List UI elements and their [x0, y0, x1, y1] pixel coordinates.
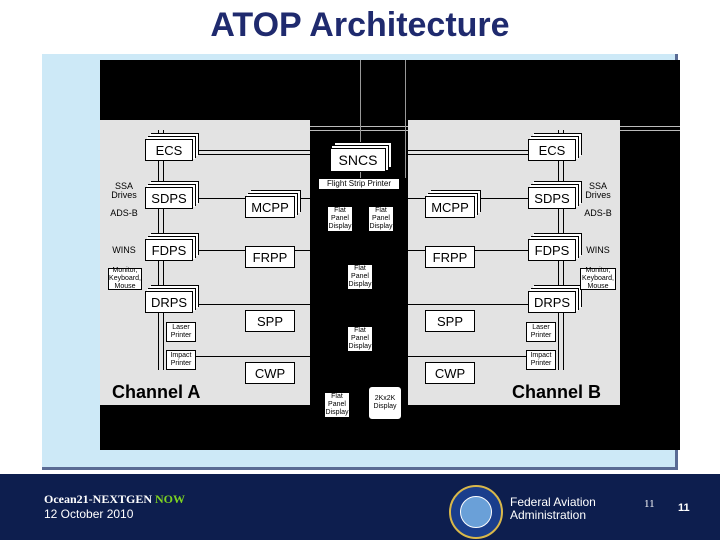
- connector: [405, 60, 406, 178]
- connector: [408, 154, 528, 155]
- flat-panel-display: Flat Panel Display: [327, 206, 353, 232]
- network-bus: [100, 130, 680, 131]
- ads-b-label-a: ADS-B: [110, 208, 138, 218]
- event-date: 12 October 2010: [44, 507, 134, 521]
- event-name: Ocean21-NEXTGEN NOW: [44, 492, 185, 507]
- ecs-box-a: ECS: [145, 139, 193, 161]
- agency-name-line1: Federal Aviation: [510, 495, 596, 509]
- event-name-text: Ocean21-NEXTGEN: [44, 492, 155, 506]
- monitor-keyboard-mouse-b: Monitor, Keyboard, Mouse: [580, 267, 616, 290]
- cwp-box-b: CWP: [425, 362, 475, 384]
- channel-b-label: Channel B: [512, 382, 602, 402]
- wins-label-b: WINS: [586, 245, 610, 255]
- frpp-box-b: FRPP: [425, 246, 475, 268]
- network-bus: [100, 126, 680, 127]
- sdps-box-a: SDPS: [145, 187, 193, 209]
- flat-panel-display: Flat Panel Display: [368, 206, 394, 232]
- sncs-box: SNCS: [330, 148, 386, 172]
- faa-seal-emblem: [460, 496, 492, 528]
- 2kx2k-display: 2Kx2K Display: [368, 386, 402, 420]
- connector: [193, 154, 310, 155]
- page-number-serif: 11: [644, 498, 655, 510]
- slide-title: ATOP Architecture: [210, 6, 510, 44]
- fdps-box-b: FDPS: [528, 239, 576, 261]
- flight-strip-printer: Flight Strip Printer: [318, 178, 400, 190]
- mcpp-box-b: MCPP: [425, 196, 475, 218]
- channel-a-label: Channel A: [112, 382, 201, 402]
- laser-printer-a: Laser Printer: [166, 322, 196, 342]
- sdps-box-b: SDPS: [528, 187, 576, 209]
- ssa-drives-label-a: SSA Drives: [111, 181, 137, 201]
- connector: [193, 150, 310, 151]
- wins-label-a: WINS: [112, 245, 136, 255]
- fdps-box-a: FDPS: [145, 239, 193, 261]
- frpp-box-a: FRPP: [245, 246, 295, 268]
- mcpp-box-a: MCPP: [245, 196, 295, 218]
- architecture-diagram: ECS SDPS FDPS DRPS MCPP FRPP SPP CWP SSA…: [100, 60, 680, 450]
- agency-name-line2: Administration: [510, 508, 587, 522]
- footer-bar: [0, 474, 720, 540]
- impact-printer-a: Impact Printer: [166, 350, 196, 370]
- agency-name: Federal Aviation Administration: [510, 496, 596, 522]
- monitor-keyboard-mouse-a: Monitor, Keyboard, Mouse: [108, 267, 142, 290]
- flat-panel-display: Flat Panel Display: [347, 326, 373, 352]
- impact-printer-b: Impact Printer: [526, 350, 556, 370]
- ssa-drives-label-b: SSA Drives: [585, 181, 611, 201]
- connector: [408, 150, 528, 151]
- drps-box-a: DRPS: [145, 291, 193, 313]
- laser-printer-b: Laser Printer: [526, 322, 556, 342]
- spp-box-a: SPP: [245, 310, 295, 332]
- page-number: 11: [678, 502, 690, 514]
- connector: [408, 304, 528, 305]
- drps-box-b: DRPS: [528, 291, 576, 313]
- connector: [193, 356, 310, 357]
- channel-a-area: ECS SDPS FDPS DRPS MCPP FRPP SPP CWP SSA…: [100, 120, 310, 405]
- faa-seal-icon: [449, 485, 503, 539]
- connector: [193, 304, 310, 305]
- channel-b-area: ECS SDPS FDPS DRPS MCPP FRPP SPP CWP SSA…: [408, 120, 620, 405]
- connector: [360, 60, 361, 178]
- cwp-box-a: CWP: [245, 362, 295, 384]
- connector: [408, 356, 528, 357]
- flat-panel-display: Flat Panel Display: [324, 392, 350, 418]
- spp-box-b: SPP: [425, 310, 475, 332]
- ads-b-label-b: ADS-B: [584, 208, 612, 218]
- event-name-highlight: NOW: [155, 492, 185, 506]
- flat-panel-display: Flat Panel Display: [347, 264, 373, 290]
- ecs-box-b: ECS: [528, 139, 576, 161]
